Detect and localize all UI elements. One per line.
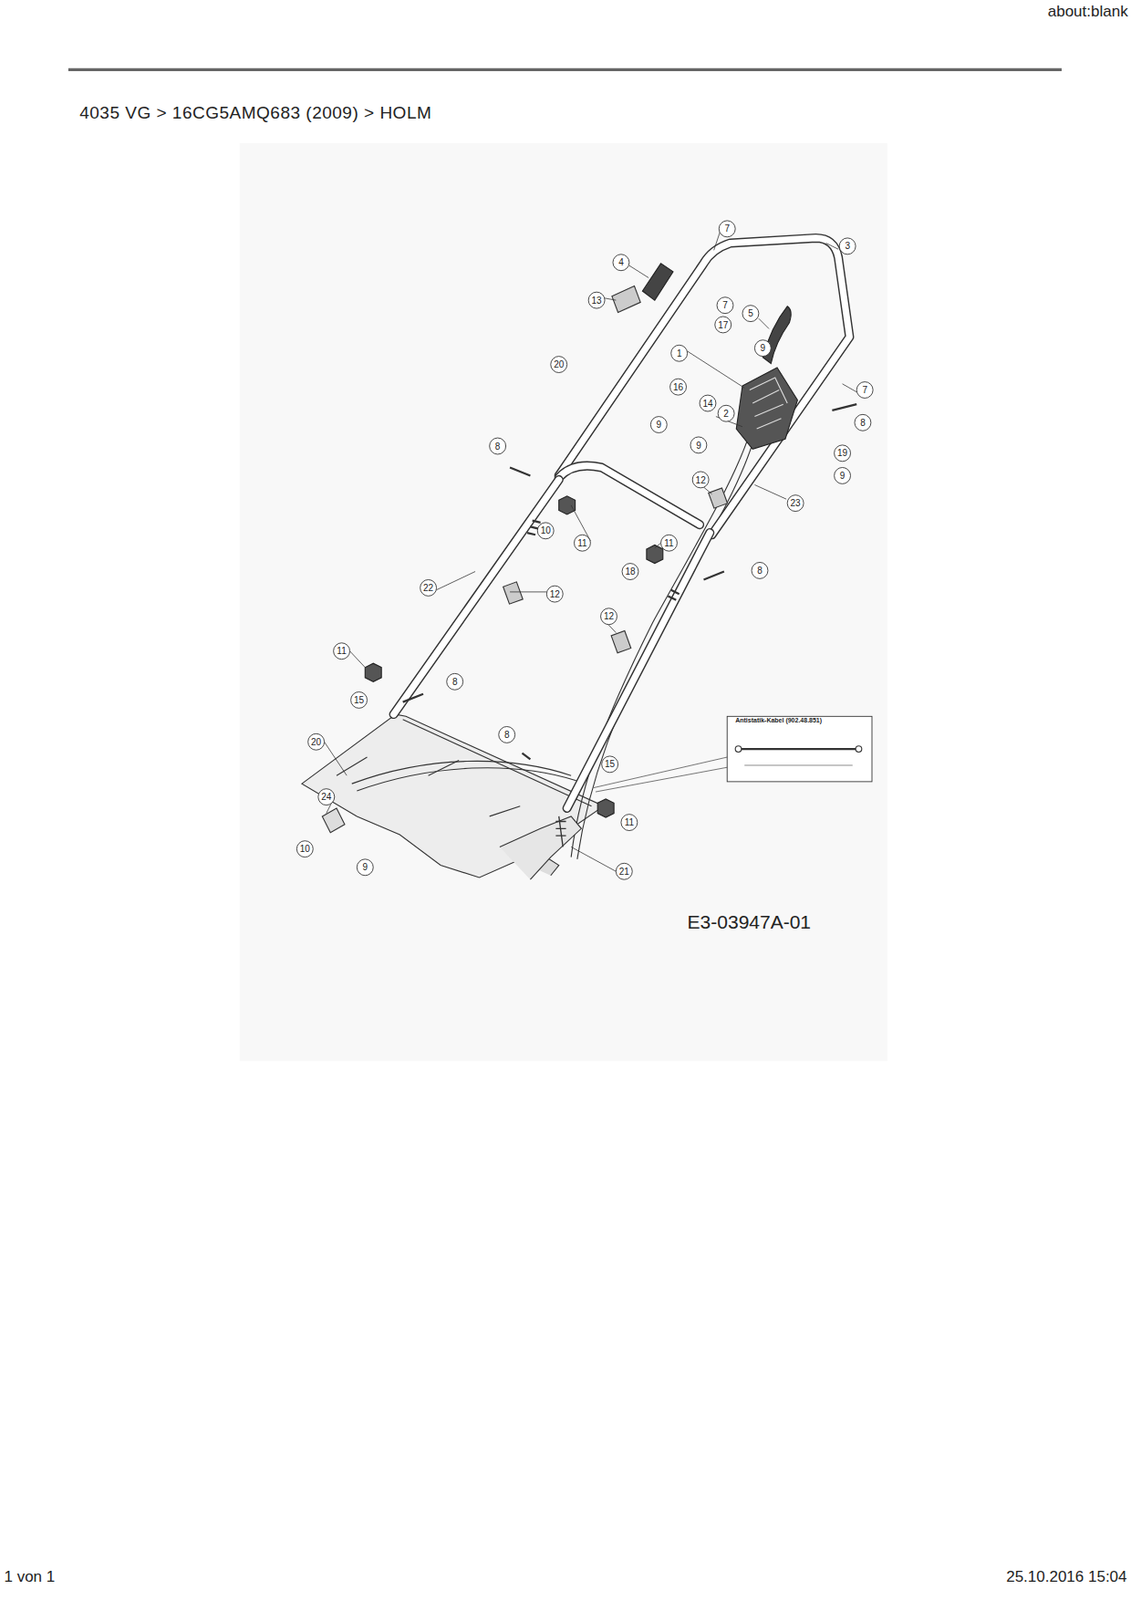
callout-ring [308,733,325,750]
callout-ring [718,220,736,238]
page-footer: 1 von 1 [3,1568,55,1587]
callout-number: 7 [722,300,728,311]
callout-number: 5 [747,308,754,319]
drawing-code: E3-03947A-01 [687,911,811,933]
callout-number: 23 [790,498,801,509]
callout-number: 11 [664,537,674,548]
breadcrumb-title: 4035 VG > 16CG5AMQ683 (2009) > HOLM [79,103,432,124]
callout-ring [692,471,709,488]
handle-drawing [301,231,872,880]
callout-ring [550,356,568,374]
page-footer: 25.10.2016 15:04 [1006,1568,1127,1587]
callout-number: 19 [837,447,848,458]
callout-number: 15 [353,695,364,706]
callout-number: 21 [619,865,630,876]
callout-number: 3 [844,240,851,251]
callout-ring [574,534,592,551]
callout-number: 7 [861,384,868,395]
callout-number: 16 [673,381,684,392]
callout-ring [446,673,464,690]
callout-number: 12 [603,611,614,622]
callout-number: 9 [363,861,369,872]
callout-ring [699,394,716,412]
callout-number: 10 [300,843,311,854]
callout-number: 24 [321,791,332,802]
callout-number: 8 [452,675,458,686]
callout-number: 9 [840,470,846,481]
callout-ring [661,534,678,551]
callout-ring [854,414,872,431]
callout-ring [333,643,351,660]
callout-number: 11 [624,817,634,828]
callout-number: 8 [504,729,510,740]
callout-number: 14 [702,397,713,408]
callout-ring [621,814,638,831]
callout-ring [715,316,732,333]
drawing-ground [239,143,888,1061]
callout-number: 11 [577,537,587,548]
callout-ring [650,416,667,434]
callout-number: 10 [540,525,551,536]
callout-ring [546,585,563,602]
callout-number: 20 [553,359,564,370]
callout-ring [318,788,335,806]
callout-ring [716,297,734,314]
callout-number: 9 [760,342,767,353]
callout-ring [612,254,630,271]
callout-ring [296,840,313,858]
callout-ring [489,437,507,455]
callout-ring [754,340,771,357]
callout-ring [839,238,856,255]
callout-ring [717,404,735,422]
callout-ring [351,691,368,708]
callout-ring [787,495,804,512]
callout-number: 13 [591,294,602,305]
callout-number: 18 [624,566,635,577]
callout-number: 12 [695,474,706,485]
callout-ring [420,579,437,596]
callout-ring [751,561,768,579]
callout-number: 11 [336,645,346,656]
callout-number: 4 [618,257,624,268]
callout-ring [601,756,619,773]
callout-ring [690,436,707,454]
callout-number: 7 [724,223,730,234]
callout-ring [834,466,851,484]
callout-ring [834,445,851,462]
callout-number: 1 [676,347,683,358]
callout-number: 20 [311,736,322,747]
callout-ring [588,291,605,309]
browser-url: about:blank [1047,3,1129,21]
callout-number: 8 [860,416,866,427]
callout-ring [356,859,374,876]
callout-ring [615,862,633,880]
callout-ring [537,522,554,540]
callout-ring [498,726,516,743]
callout-ring [671,344,688,362]
callout-ring [601,608,618,625]
callout-ring [742,305,759,322]
callout-number: 12 [549,588,561,599]
callout-ring [622,563,639,581]
callout-number: 15 [604,758,615,769]
callout-number: 17 [717,319,728,330]
callout-number: 9 [695,439,702,450]
callout-number: 9 [656,419,663,430]
callout-rings [296,220,873,880]
inset-caption: Antistatik-Kabel (902.48.851) [735,716,822,725]
callout-number: 2 [723,407,729,418]
callout-number: 8 [757,565,763,576]
callout-number: 8 [495,440,501,451]
callout-ring [670,378,687,395]
header-rule [68,68,1062,72]
callout-ring [856,382,873,399]
callout-number: 22 [423,582,434,593]
